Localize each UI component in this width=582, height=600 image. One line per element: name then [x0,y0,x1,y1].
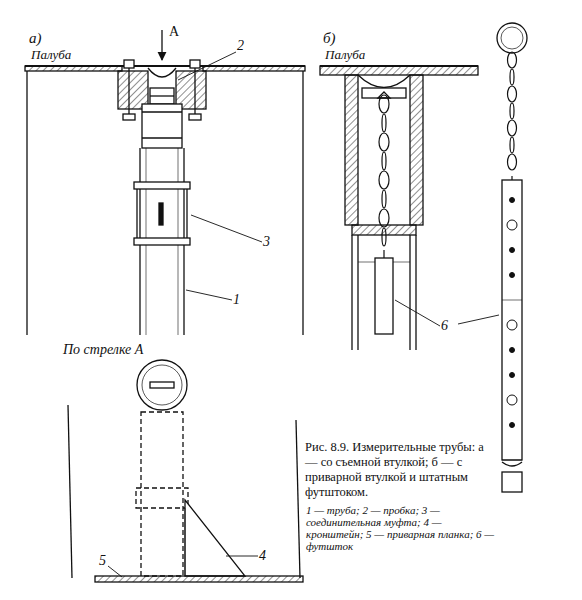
chain-link [508,86,517,102]
view-letter: А [168,24,180,39]
callout-number: 6 [440,318,449,333]
callout-number: 4 [258,548,267,563]
scale-mark [510,198,515,203]
deck-label: Палуба [30,48,72,62]
callout-number: 3 [262,234,271,249]
callout-number: 5 [98,553,107,568]
chain-link [382,190,386,208]
chain-link [508,52,517,68]
chain-link [510,137,514,153]
scale-hole [507,395,517,405]
scale-hole [507,320,517,330]
panel-letter: б) [322,30,337,47]
chain-link [382,228,386,246]
view-label: По стрелке А [62,342,144,357]
chain-link [379,209,389,227]
chain-link [511,176,512,180]
chain-link [510,103,514,119]
chain-link [379,133,389,151]
chain-link [382,114,386,132]
chain-link [508,120,517,136]
callout-number: 2 [236,38,245,53]
scale-mark [510,348,515,353]
scale-mark [510,423,515,428]
parts-legend: 1 — труба; 2 — пробка; 3 — соединительна… [305,504,497,552]
chain-link [379,95,389,113]
chain-link [383,250,384,258]
callout-number: 1 [232,292,241,307]
figure-caption: Рис. 8.9. Измерительные трубы: а — со съ… [305,440,495,500]
chain-link [510,69,514,85]
scale-mark [510,373,515,378]
panel-letter: а) [28,30,43,47]
chain-link [382,152,386,170]
deck-label: Палуба [324,48,366,62]
scale-mark [510,273,515,278]
chain-link [508,154,517,170]
scale-mark [510,248,515,253]
chain-link [379,171,389,189]
scale-hole [507,220,517,230]
